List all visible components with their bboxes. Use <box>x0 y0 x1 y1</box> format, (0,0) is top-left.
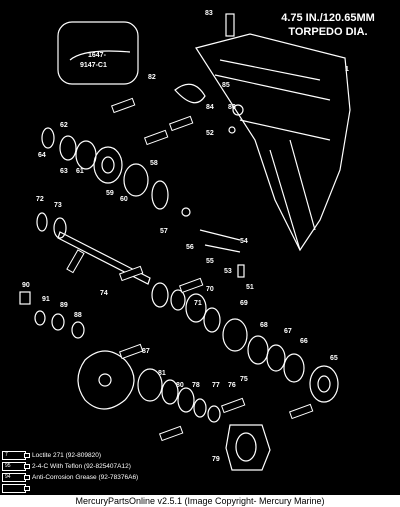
part-number-label: 89 <box>60 302 68 309</box>
part-number-label: 85 <box>222 82 230 89</box>
part-number-label: 62 <box>60 122 68 129</box>
legend-text: Anti-Corrosion Grease (92-78376A6) <box>32 473 139 481</box>
bearing-carrier <box>225 424 271 471</box>
inset-partno-line1: 1647- <box>88 52 106 59</box>
tube-icon: 7 <box>2 450 30 460</box>
part-number-label: 61 <box>76 168 84 175</box>
part-number-label: 74 <box>100 290 108 297</box>
part-number-label: 79 <box>212 456 220 463</box>
tube-icon: 94 <box>2 472 30 482</box>
part-number-label: 68 <box>260 322 268 329</box>
part-number-label: 1 <box>345 66 349 73</box>
part-number-label: 51 <box>246 284 254 291</box>
part-number-label: 82 <box>148 74 156 81</box>
copyright-footer: MercuryPartsOnline v2.5.1 (Image Copyrig… <box>0 495 400 507</box>
part-number-label: 91 <box>42 296 50 303</box>
torpedo-diameter-line1: 4.75 IN./120.65MM <box>281 12 375 24</box>
part-number-label: 71 <box>194 300 202 307</box>
part-number-label: 86 <box>228 104 236 111</box>
part-number-label: 76 <box>228 382 236 389</box>
part-number-label: 83 <box>205 10 213 17</box>
part-number-label: 75 <box>240 376 248 383</box>
legend-row-2-4-c: 95 2-4-C With Teflon (92-825407A12) <box>2 461 131 471</box>
tube-icon <box>2 483 30 493</box>
legend-text: Loctite 271 (92-809820) <box>32 451 102 459</box>
part-number-label: 52 <box>206 130 214 137</box>
part-number-label: 67 <box>284 328 292 335</box>
part-number-label: 55 <box>206 258 214 265</box>
gear-housing <box>195 33 351 252</box>
part-number-label: 78 <box>192 382 200 389</box>
legend-row-anti-corrosion: 94 Anti-Corrosion Grease (92-78376A6) <box>2 472 138 482</box>
tube-icon: 95 <box>2 461 30 471</box>
legend-text: 2-4-C With Teflon (92-825407A12) <box>32 462 131 470</box>
legend-row-partial <box>2 483 32 493</box>
part-number-label: 63 <box>60 168 68 175</box>
part-number-label: 59 <box>106 190 114 197</box>
part-number-label: 87 <box>142 348 150 355</box>
part-number-label: 90 <box>22 282 30 289</box>
legend: 7 Loctite 271 (92-809820) 95 2-4-C With … <box>2 450 252 494</box>
inset-box <box>57 21 139 85</box>
part-number-label: 84 <box>206 104 214 111</box>
part-number-label: 64 <box>38 152 46 159</box>
part-number-label: 56 <box>186 244 194 251</box>
part-number-label: 73 <box>54 202 62 209</box>
part-number-label: 88 <box>74 312 82 319</box>
propeller-shaft <box>57 231 151 285</box>
propeller <box>77 350 135 410</box>
part-number-label: 60 <box>120 196 128 203</box>
part-number-label: 58 <box>150 160 158 167</box>
legend-row-loctite: 7 Loctite 271 (92-809820) <box>2 450 101 460</box>
part-number-label: 80 <box>176 382 184 389</box>
part-number-label: 77 <box>212 382 220 389</box>
part-number-label: 81 <box>158 370 166 377</box>
part-number-label: 66 <box>300 338 308 345</box>
part-number-label: 54 <box>240 238 248 245</box>
part-number-label: 57 <box>160 228 168 235</box>
part-number-label: 65 <box>330 355 338 362</box>
torpedo-diameter-line2: TORPEDO DIA. <box>288 26 368 38</box>
part-number-label: 69 <box>240 300 248 307</box>
part-number-label: 70 <box>206 286 214 293</box>
part-number-label: 72 <box>36 196 44 203</box>
inset-partno-line2: 9147-C1 <box>80 62 107 69</box>
part-number-label: 53 <box>224 268 232 275</box>
